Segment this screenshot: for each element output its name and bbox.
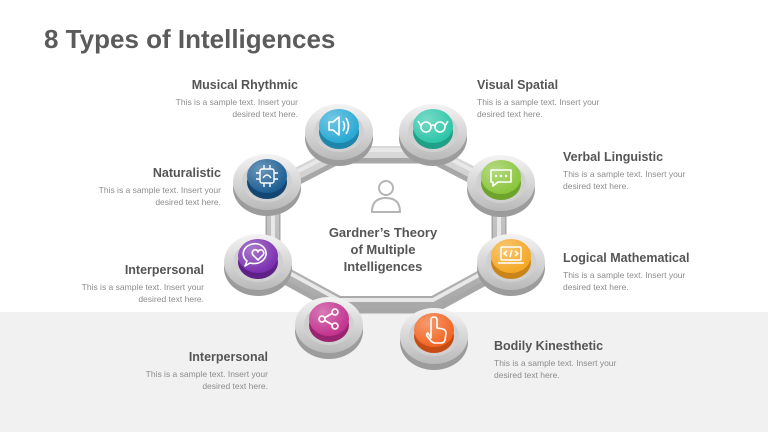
heart-chat-icon — [242, 242, 267, 267]
node-visual-spatial — [399, 104, 467, 166]
label-visual-spatial: Visual Spatial This is a sample text. In… — [477, 78, 667, 120]
label-text: This is a sample text. Insert your — [494, 358, 617, 368]
label-heading: Logical Mathematical — [563, 251, 690, 265]
node-interpersonal-heart — [224, 234, 292, 296]
center-title-line-2: of Multiple — [350, 242, 416, 257]
label-text: desired text here. — [494, 370, 560, 380]
label-naturalistic: Naturalistic This is a sample text. Inse… — [31, 166, 221, 208]
glasses-icon — [417, 120, 449, 133]
share-icon — [318, 308, 339, 330]
person-icon — [370, 180, 402, 213]
center-title-line-3: Intelligences — [343, 259, 423, 274]
label-text: This is a sample text. Insert your — [563, 270, 686, 280]
label-text: desired text here. — [563, 181, 629, 191]
label-musical-rhythmic: Musical Rhythmic This is a sample text. … — [108, 78, 298, 120]
pointing-hand-icon — [425, 316, 447, 344]
label-text: desired text here. — [202, 381, 268, 391]
bottom-background-band — [0, 312, 768, 432]
node-verbal-linguistic — [467, 155, 535, 217]
label-text: desired text here. — [477, 109, 543, 119]
node-musical-rhythmic — [305, 104, 373, 166]
node-bodily-kinesthetic — [400, 308, 468, 370]
label-interpersonal-share: Interpersonal This is a sample text. Ins… — [78, 350, 268, 392]
label-text: This is a sample text. Insert your — [563, 169, 686, 179]
label-text: desired text here. — [138, 294, 204, 304]
label-heading: Interpersonal — [124, 263, 204, 277]
center-title: Gardner’s Theory of Multiple Intelligenc… — [318, 224, 448, 275]
label-text: This is a sample text. Insert your — [477, 97, 600, 107]
label-text: This is a sample text. Insert your — [98, 185, 221, 195]
label-text: desired text here. — [563, 282, 629, 292]
label-bodily-kinesthetic: Bodily Kinesthetic This is a sample text… — [494, 339, 684, 381]
circuit-brain-icon — [256, 165, 278, 187]
label-heading: Bodily Kinesthetic — [494, 339, 604, 353]
label-text: This is a sample text. Insert your — [145, 369, 268, 379]
label-text: This is a sample text. Insert your — [175, 97, 298, 107]
label-text: This is a sample text. Insert your — [81, 282, 204, 292]
code-laptop-icon — [498, 246, 524, 264]
label-heading: Visual Spatial — [477, 78, 559, 92]
label-verbal-linguistic: Verbal Linguistic This is a sample text.… — [563, 150, 753, 192]
label-logical-mathematical: Logical Mathematical This is a sample te… — [563, 251, 753, 293]
page-title: 8 Types of Intelligences — [44, 24, 336, 54]
chat-bubble-icon — [490, 169, 512, 187]
node-naturalistic — [233, 154, 301, 216]
label-interpersonal-heart: Interpersonal This is a sample text. Ins… — [14, 263, 204, 305]
label-heading: Naturalistic — [152, 166, 221, 180]
label-heading: Musical Rhythmic — [191, 78, 298, 92]
label-heading: Interpersonal — [188, 350, 268, 364]
node-interpersonal-share — [295, 297, 363, 359]
label-heading: Verbal Linguistic — [563, 150, 664, 164]
label-text: desired text here. — [155, 197, 221, 207]
center-title-line-1: Gardner’s Theory — [328, 225, 438, 240]
node-logical-mathematical — [477, 234, 545, 296]
speaker-icon — [328, 116, 350, 136]
label-text: desired text here. — [232, 109, 298, 119]
